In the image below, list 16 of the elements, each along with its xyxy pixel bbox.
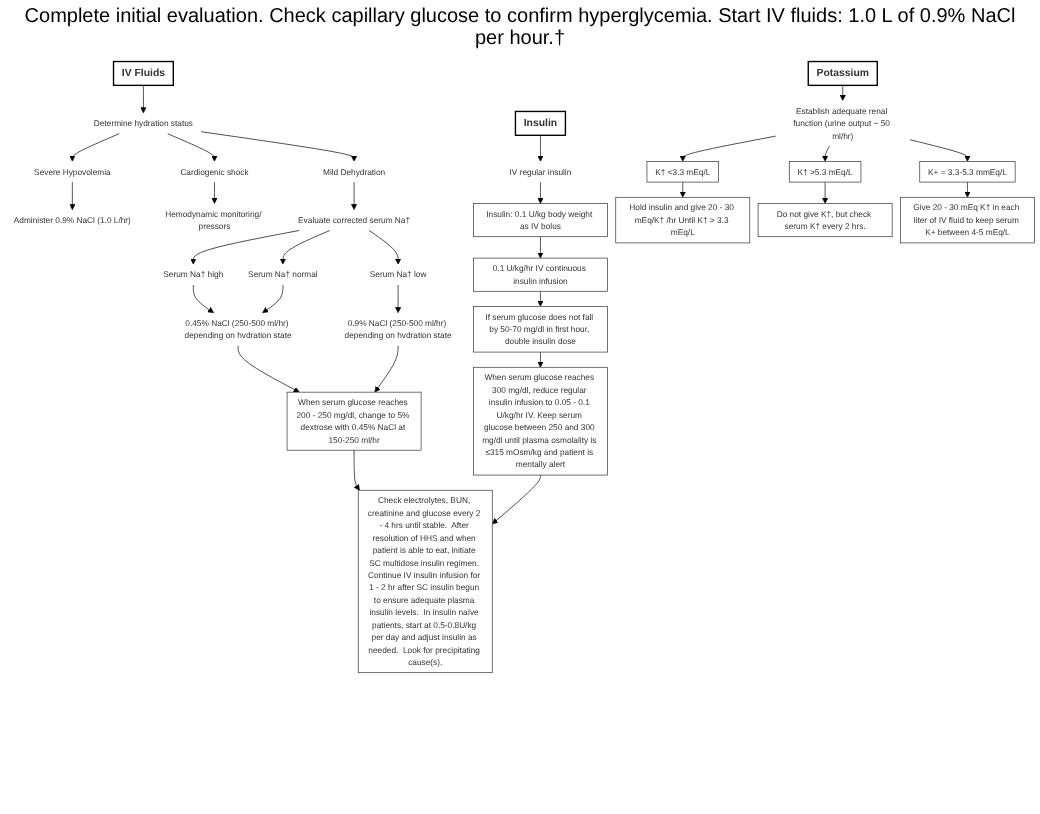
node-box <box>788 161 862 183</box>
node-box <box>919 161 1016 183</box>
node-box <box>807 60 878 87</box>
node-box <box>900 196 1035 244</box>
node-box <box>646 161 719 183</box>
node-box <box>112 60 174 87</box>
diagram-title: Complete initial evaluation. Check capillary glucose to confirm hyperglycemia. Start IV fluids: 1.0 L of 0.9% NaCl per hour.† <box>22 4 1018 54</box>
node-box <box>757 203 893 238</box>
node-box <box>473 366 608 476</box>
node-box <box>473 306 608 353</box>
node-box <box>473 257 608 292</box>
node-box <box>473 203 608 238</box>
node-box <box>615 196 751 244</box>
node-box <box>357 489 493 674</box>
node-box <box>286 391 422 451</box>
node-box <box>514 110 567 136</box>
